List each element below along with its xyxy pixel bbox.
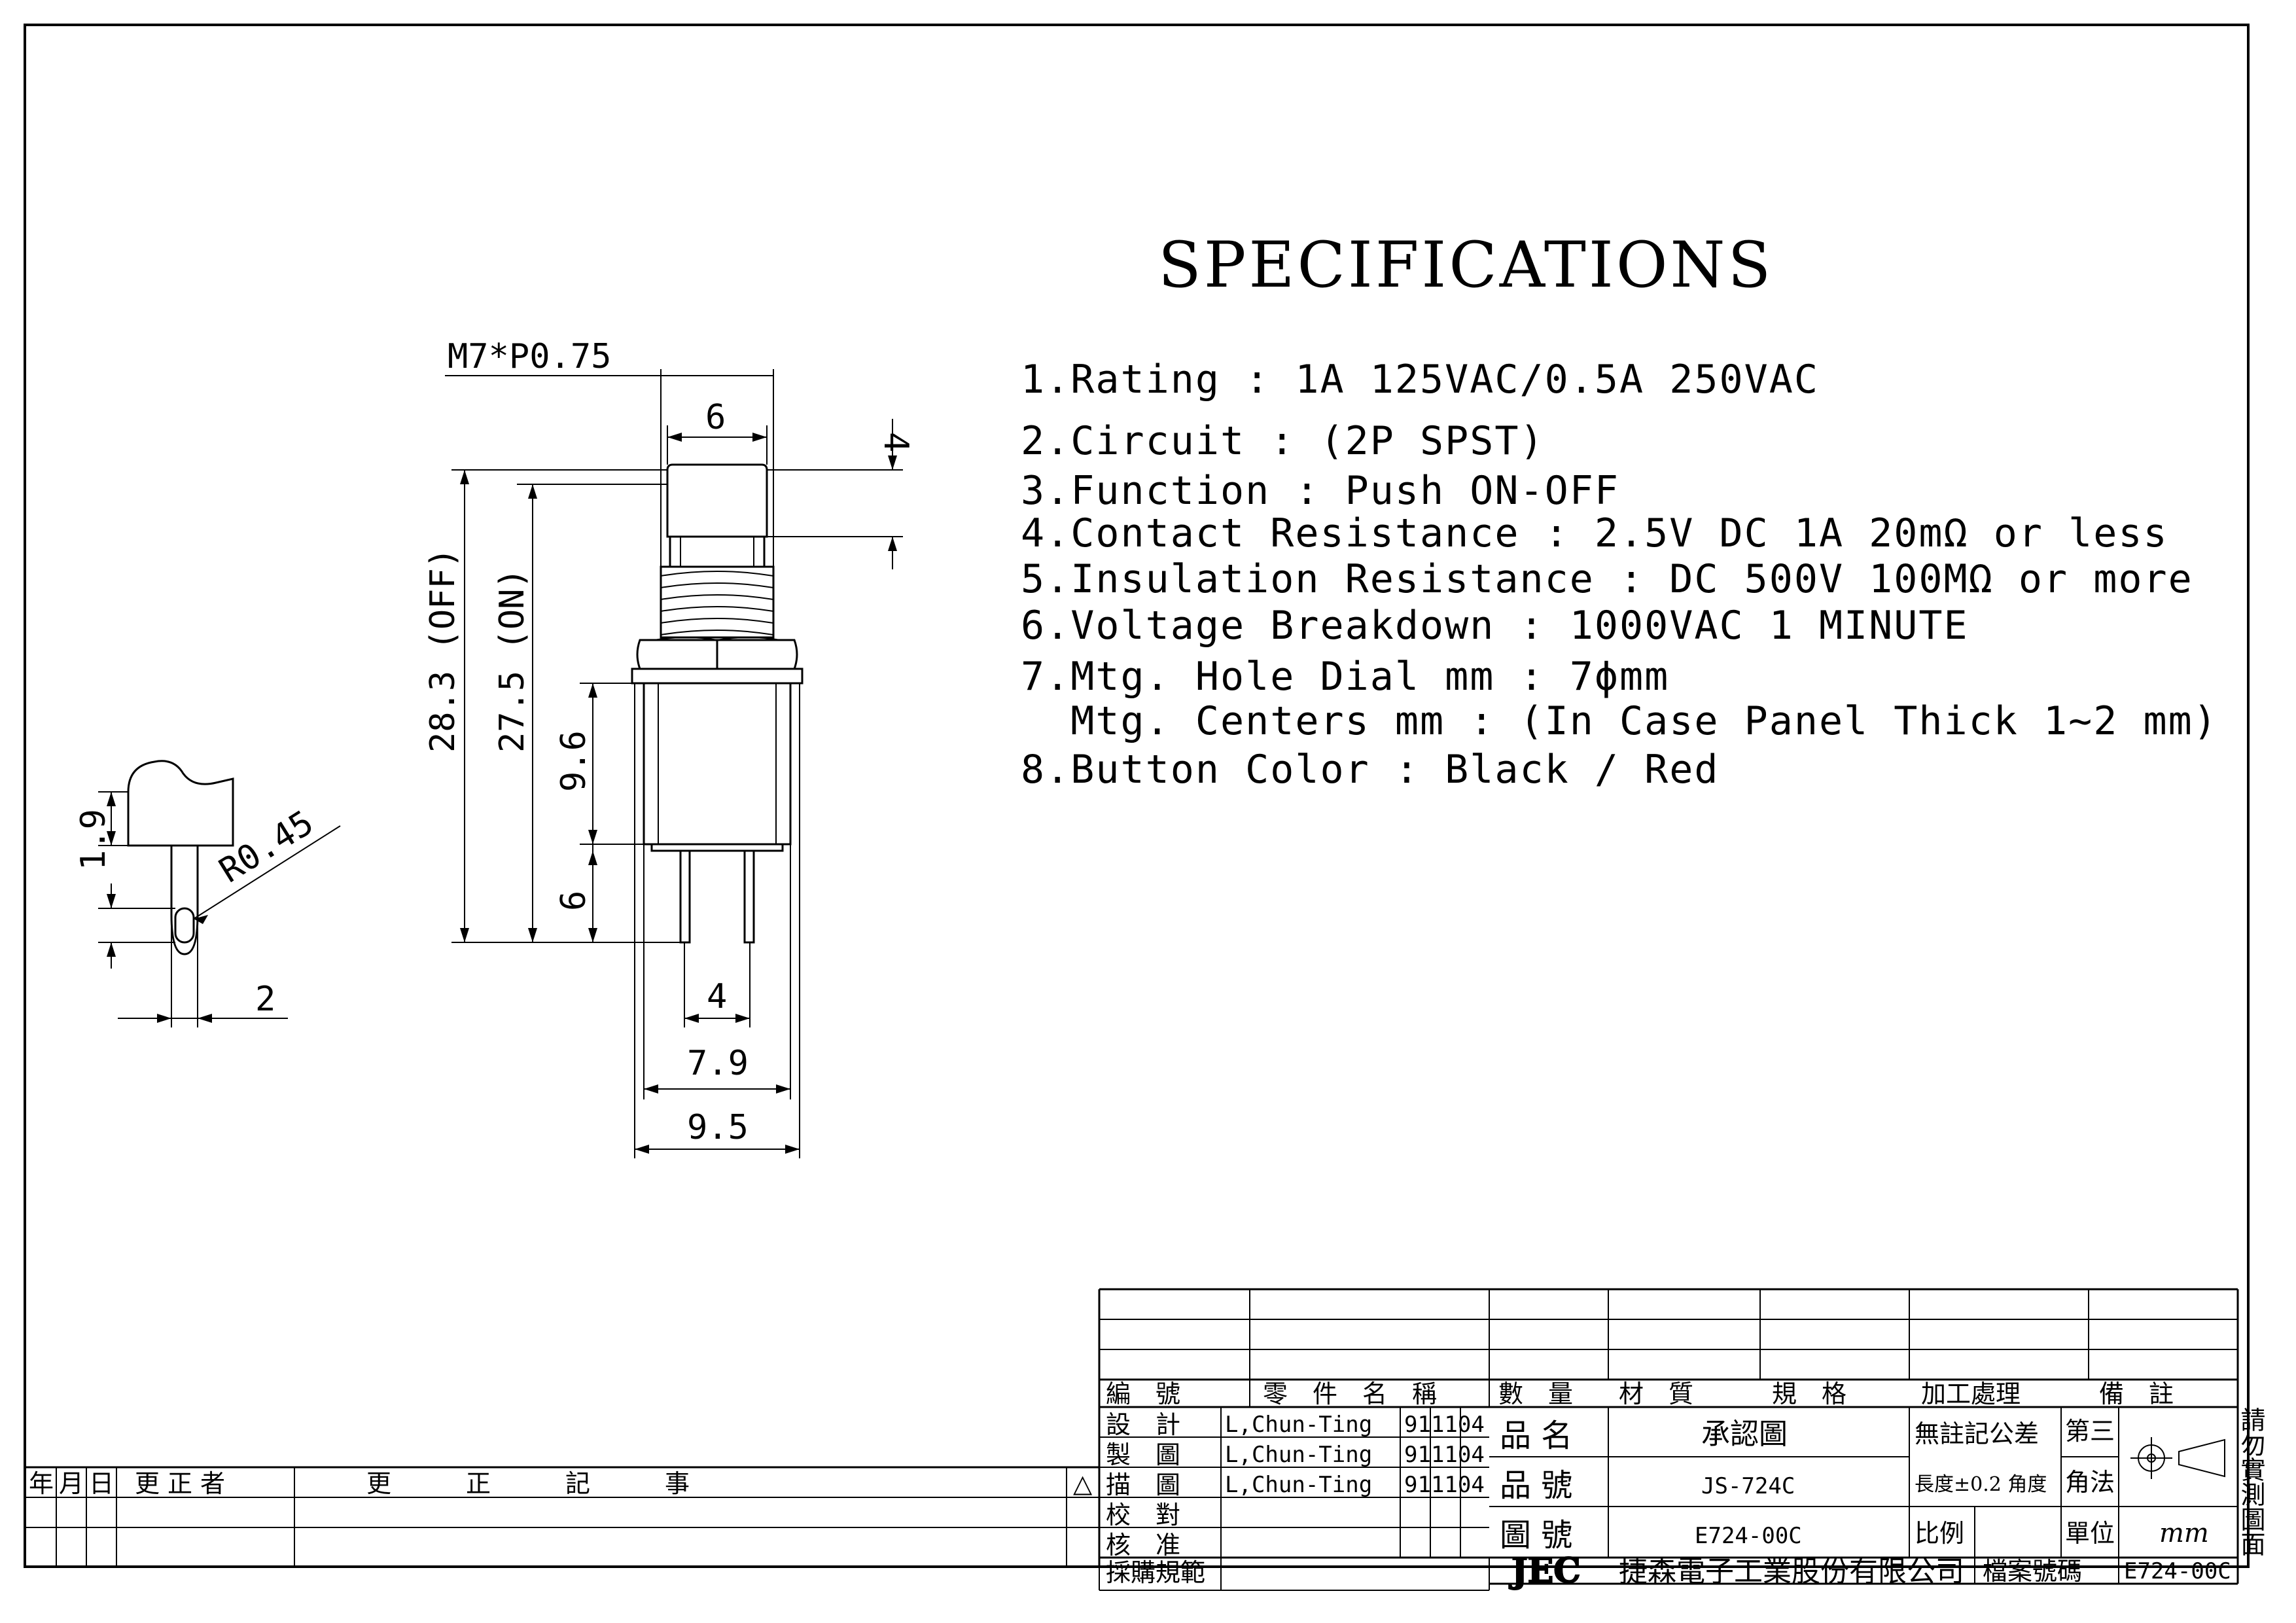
- spec-item: 8.Button Color : Black / Red: [1021, 747, 1719, 793]
- tb-header-quantity: 數 量: [1498, 1380, 1573, 1408]
- dim-cap-width: 6: [705, 398, 726, 437]
- spec-item: Mtg. Centers mm : (In Case Panel Thick 1…: [1021, 698, 2218, 744]
- dim-radius: R0.45: [213, 803, 321, 891]
- tb-projection-1: 第三: [2065, 1417, 2115, 1446]
- tb-note-vertical: 請勿實測圖面: [2236, 1407, 2265, 1556]
- tb-product-name: 承認圖: [1701, 1418, 1788, 1451]
- tb-unit-label: 單位: [2065, 1519, 2115, 1548]
- tb-date-3: 911104: [1404, 1472, 1485, 1498]
- rev-year: 年: [29, 1469, 54, 1498]
- pin-right: [743, 849, 755, 944]
- company-logo: JEC: [1508, 1550, 1581, 1592]
- tb-drawing-no: E724-00C: [1695, 1523, 1802, 1549]
- rev-person: 更正者: [135, 1469, 233, 1498]
- dim-total-off: 28.3 (OFF): [423, 548, 463, 753]
- tb-length-tol: 長度±0.2 角度: [1915, 1473, 2047, 1496]
- tb-file-no: E724-00C: [2124, 1558, 2231, 1584]
- tb-vertical-note: 請勿實測圖面: [2236, 1407, 2265, 1556]
- tb-designed-label: 設 計: [1106, 1410, 1180, 1439]
- tb-designer: L,Chun-Ting: [1225, 1412, 1372, 1438]
- washer: [631, 668, 804, 685]
- tb-unit: mm: [2159, 1518, 2209, 1548]
- rev-record: 更 正 記 事: [366, 1469, 690, 1498]
- terminal-head: [127, 760, 234, 847]
- tb-product-no: JS-724C: [1701, 1473, 1795, 1499]
- dim-terminal-height: 1.9: [74, 809, 113, 870]
- button-cap: [666, 463, 768, 538]
- spec-title: SPECIFICATIONS: [1158, 228, 1773, 302]
- dim-total-on: 27.5 (ON): [493, 568, 532, 753]
- dim-thread: M7*P0.75: [448, 337, 611, 376]
- pin-left: [679, 849, 691, 944]
- tb-product-no-label: 品 號: [1500, 1467, 1572, 1504]
- tb-projection-2: 角法: [2065, 1468, 2115, 1497]
- spec-item: 5.Insulation Resistance : DC 500V 100MΩ …: [1021, 556, 2193, 602]
- tb-traced-label: 描 圖: [1106, 1471, 1180, 1499]
- dim-body-height: 9.6: [554, 730, 593, 792]
- tb-header-part-name: 零 件 名 稱: [1263, 1380, 1437, 1408]
- tb-header-remarks: 備 註: [2099, 1380, 2174, 1408]
- spec-item: 4.Contact Resistance : 2.5V DC 1A 20mΩ o…: [1021, 510, 2168, 556]
- tb-header-process: 加工處理: [1921, 1380, 2021, 1408]
- tb-drawn-label: 製 圖: [1106, 1440, 1180, 1469]
- sheet-border: [24, 24, 2250, 1568]
- tb-date-1: 911104: [1404, 1412, 1485, 1438]
- tb-company: 捷森電子工業股份有限公司: [1619, 1555, 1964, 1588]
- rev-month: 月: [59, 1469, 84, 1498]
- tb-product-name-label: 品 名: [1500, 1418, 1572, 1454]
- tb-tolerance-label: 無註記公差: [1915, 1419, 2039, 1448]
- tb-drawer: L,Chun-Ting: [1225, 1442, 1372, 1468]
- dim-nut-width: 9.5: [687, 1108, 749, 1147]
- terminal-detail: 1.9 R0.45 2: [74, 760, 341, 1027]
- tb-checked-label: 校 對: [1106, 1501, 1180, 1529]
- dim-pin-height: 6: [554, 891, 593, 911]
- spec-item: 3.Function : Push ON-OFF: [1021, 468, 1619, 514]
- tb-purchase-label: 採購規範: [1106, 1558, 1205, 1587]
- spec-item: 1.Rating : 1A 125VAC/0.5A 250VAC: [1021, 357, 1819, 402]
- thread-bushing: [660, 565, 775, 639]
- switch-body: [643, 682, 792, 846]
- spec-list: 1.Rating : 1A 125VAC/0.5A 250VAC 2.Circu…: [1021, 357, 2218, 793]
- dim-body-width: 7.9: [687, 1044, 749, 1083]
- dim-pin-spacing: 4: [707, 977, 727, 1016]
- terminal-slot: [174, 907, 195, 944]
- company-logo-text: JEC: [1509, 1551, 1581, 1591]
- tb-tracer: L,Chun-Ting: [1225, 1472, 1372, 1498]
- rev-mark: △: [1073, 1469, 1093, 1498]
- tb-header-code: 編 號: [1106, 1380, 1180, 1408]
- title-block: 編 號 零 件 名 稱 數 量 材 質 規 格 加工處理 備 註 設 計 製 圖…: [25, 1288, 2265, 1592]
- tb-date-2: 911104: [1404, 1442, 1485, 1468]
- dimensions-main: M7*P0.75 6 4 28.3 (OFF) 27.5 (ON) 9.6: [423, 337, 915, 1158]
- dim-cap-height: 4: [876, 432, 915, 452]
- tb-header-spec: 規 格: [1772, 1380, 1846, 1408]
- rev-day: 日: [89, 1469, 114, 1498]
- terminal-stem: [170, 846, 199, 915]
- switch-drawing: [631, 463, 804, 944]
- spec-item: 2.Circuit : (2P SPST): [1021, 418, 1545, 464]
- spec-item: 6.Voltage Breakdown : 1000VAC 1 MINUTE: [1021, 603, 1969, 649]
- plunger-neck: [669, 535, 766, 568]
- tb-approved-label: 核 准: [1106, 1531, 1180, 1560]
- spec-item: 7.Mtg. Hole Dial mm : 7ϕmm: [1021, 654, 1669, 700]
- projection-symbol-icon: [2130, 1437, 2225, 1479]
- tb-header-material: 材 質: [1619, 1380, 1693, 1408]
- tb-file-no-label: 檔案號碼: [1983, 1557, 2082, 1586]
- dim-terminal-width: 2: [255, 980, 275, 1019]
- tb-scale-label: 比例: [1915, 1519, 1964, 1548]
- tb-drawing-no-label: 圖 號: [1500, 1517, 1572, 1554]
